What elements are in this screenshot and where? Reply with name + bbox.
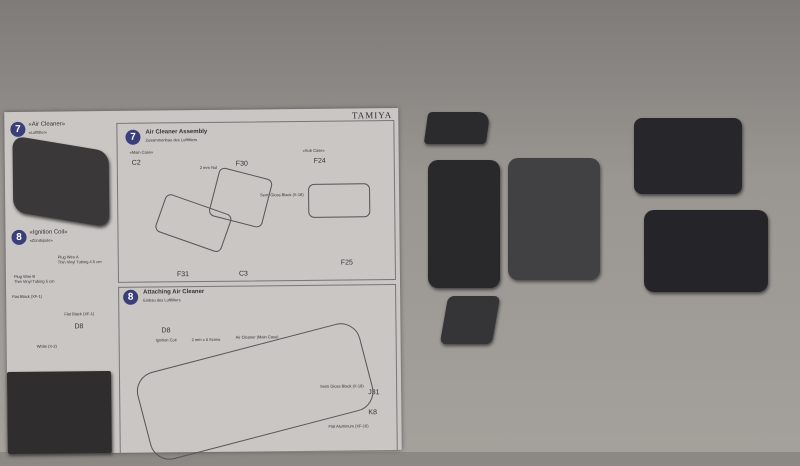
label: Thin Vinyl Tubing 4.5 cm <box>57 259 102 265</box>
step-number: 7 <box>125 129 141 145</box>
part-label: F30 <box>235 160 248 168</box>
step-number: 7 <box>10 121 26 138</box>
step-title: Air Cleaner Assembly <box>145 128 208 136</box>
step-title: «Ignition Coil» <box>29 229 68 236</box>
step-subtitle: «Luftfilter» <box>28 129 48 135</box>
step-subtitle: Zusammenbau des Luftfilters <box>145 137 198 143</box>
part-label: K8 <box>368 409 377 417</box>
part-label: F24 <box>313 157 326 165</box>
label: 2 mm x 6 Screw <box>191 336 221 343</box>
part-label: D8 <box>161 327 171 335</box>
label: Thin Vinyl Tubing 5 cm <box>13 278 55 284</box>
step8-panel: 8 Attaching Air Cleaner Einbau des Luftf… <box>118 283 398 464</box>
sub-case-upper <box>634 118 742 194</box>
step-subtitle: Einbau des Luftfilters <box>143 297 181 303</box>
small-cover-part <box>439 296 501 344</box>
step-number: 8 <box>11 229 27 246</box>
air-cleaner-main-case <box>428 160 500 288</box>
label: Ignition Coil <box>155 337 177 343</box>
label: «Main Case» <box>129 149 154 155</box>
label: Flat Black (XF-1) <box>12 293 43 299</box>
step-title: Attaching Air Cleaner <box>143 288 205 296</box>
label: Flat Aluminum (XF-16) <box>328 423 369 429</box>
label: White (X-2) <box>36 343 57 349</box>
air-cleaner-photo <box>12 135 110 228</box>
part-label: F25 <box>340 259 353 267</box>
frame-photo <box>6 370 112 455</box>
label: «Sub Case» <box>302 147 325 153</box>
air-cleaner-clear-case <box>508 158 600 280</box>
step7-panel: 7 Air Cleaner Assembly Zusammenbau des L… <box>116 119 396 283</box>
part-label: C2 <box>131 159 141 167</box>
label: Flat Black (XF-1) <box>64 311 95 317</box>
brand-logo: TAMIYA <box>351 110 393 121</box>
label: D8 <box>74 323 84 331</box>
instruction-sheet: TAMIYA 7 «Air Cleaner» «Luftfilter» 8 «I… <box>4 107 402 464</box>
label: 2 mm Nut <box>199 164 218 171</box>
step-subtitle: «Zündspule» <box>29 237 53 243</box>
part-label: F31 <box>176 271 190 279</box>
sub-case-drawing <box>307 183 371 218</box>
sub-case-lower <box>644 210 768 292</box>
part-label: C3 <box>238 270 248 278</box>
step-title: «Air Cleaner» <box>28 121 66 128</box>
small-cover-part <box>423 112 491 144</box>
label: Air Cleaner (Main Case) <box>235 334 279 340</box>
step-number: 8 <box>123 289 139 305</box>
